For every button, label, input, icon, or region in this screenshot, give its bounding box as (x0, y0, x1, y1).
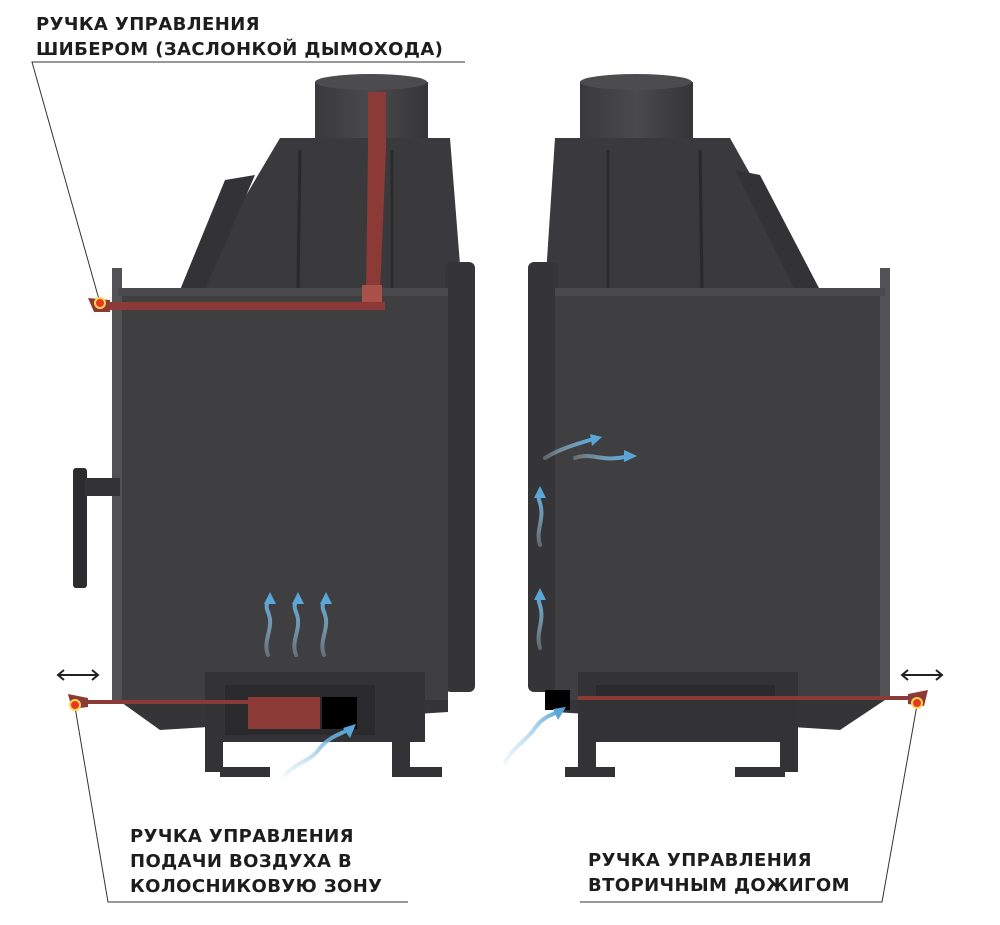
damper-vertical-rod (368, 92, 386, 152)
secondary-burn-marker (911, 697, 923, 709)
right-hood-side (735, 170, 820, 290)
right-hood-rib-2 (698, 149, 704, 289)
airflow-arrowhead (624, 450, 637, 462)
damper-handle-label: РУЧКА УПРАВЛЕНИЯ ШИБЕРОМ (ЗАСЛОНКОЙ ДЫМО… (36, 12, 443, 62)
secondary-burn-rod (578, 696, 918, 700)
left-air-damper-plate (248, 697, 320, 729)
damper-label-line-2: ШИБЕРОМ (ЗАСЛОНКОЙ ДЫМОХОДА) (36, 39, 444, 60)
air-supply-marker (69, 699, 81, 711)
left-foot-1 (220, 767, 270, 777)
right-ash-box (578, 672, 798, 742)
air-supply-rod (78, 700, 258, 704)
airflow-arrow-icon (573, 454, 627, 461)
left-door-handle-arm (85, 478, 120, 496)
airflow-arrowhead (320, 592, 332, 604)
damper-bracket (362, 285, 382, 305)
airflow-arrow-icon (503, 710, 560, 764)
left-leg-1 (205, 672, 223, 772)
air-leader-line (74, 706, 408, 903)
left-hood (190, 138, 462, 290)
right-airflow-heads (534, 434, 637, 720)
left-hood-side (180, 175, 255, 290)
leader-lines (31, 61, 918, 903)
left-door-handle-bar (73, 468, 87, 588)
airflow-arrowhead (553, 707, 566, 720)
left-air-opening (322, 697, 357, 729)
right-main-body (555, 290, 885, 700)
damper-leader-line (31, 61, 465, 304)
airflow-arrowhead (534, 588, 546, 600)
secondary-label-line-2: ВТОРИЧНЫМ ДОЖИГОМ (588, 875, 850, 896)
left-main-body (118, 290, 448, 700)
right-air-opening (545, 690, 570, 710)
secondary-burn-handle-label: РУЧКА УПРАВЛЕНИЯ ВТОРИЧНЫМ ДОЖИГОМ (588, 848, 850, 898)
airflow-arrowhead (343, 724, 356, 738)
right-flue-top (580, 74, 692, 90)
double-arrow-icon (56, 669, 100, 681)
airflow-arrow-icon (543, 438, 592, 460)
airflow-arrowhead (292, 592, 304, 604)
air-label-line-3: КОЛОСНИКОВУЮ ЗОНУ (130, 876, 383, 897)
right-leg-1 (578, 672, 596, 772)
right-back-panel (528, 262, 558, 692)
right-fireplace (503, 74, 944, 777)
air-label-line-1: РУЧКА УПРАВЛЕНИЯ (130, 826, 354, 847)
airflow-arrowhead (590, 434, 602, 446)
right-foot-2 (735, 767, 785, 777)
air-label-line-2: ПОДАЧИ ВОЗДУХА В (130, 851, 353, 872)
airflow-arrow-icon (283, 728, 350, 777)
left-top-lip (118, 288, 448, 296)
air-supply-handle-label: РУЧКА УПРАВЛЕНИЯ ПОДАЧИ ВОЗДУХА В КОЛОСН… (130, 824, 382, 899)
double-arrow-icon (900, 669, 944, 681)
right-top-lip (555, 288, 885, 296)
damper-diagonal-rod (366, 150, 386, 292)
damper-horizontal-rod (100, 302, 385, 310)
left-fireplace (56, 74, 475, 777)
damper-marker (94, 297, 106, 309)
right-foot-1 (565, 767, 615, 777)
airflow-arrowhead (264, 592, 276, 604)
left-back-panel (445, 262, 475, 692)
left-leg-2 (392, 672, 410, 772)
right-leg-2 (780, 672, 798, 772)
left-airflow-heads (264, 592, 356, 738)
left-foot-2 (392, 767, 442, 777)
secondary-label-line-1: РУЧКА УПРАВЛЕНИЯ (588, 850, 812, 871)
left-flue-top (315, 74, 427, 90)
damper-label-line-1: РУЧКА УПРАВЛЕНИЯ (36, 14, 260, 35)
left-hood-rib-1 (296, 149, 302, 289)
right-side-fin (880, 268, 890, 700)
secondary-leader-line (580, 704, 918, 903)
airflow-arrowhead (534, 486, 546, 498)
